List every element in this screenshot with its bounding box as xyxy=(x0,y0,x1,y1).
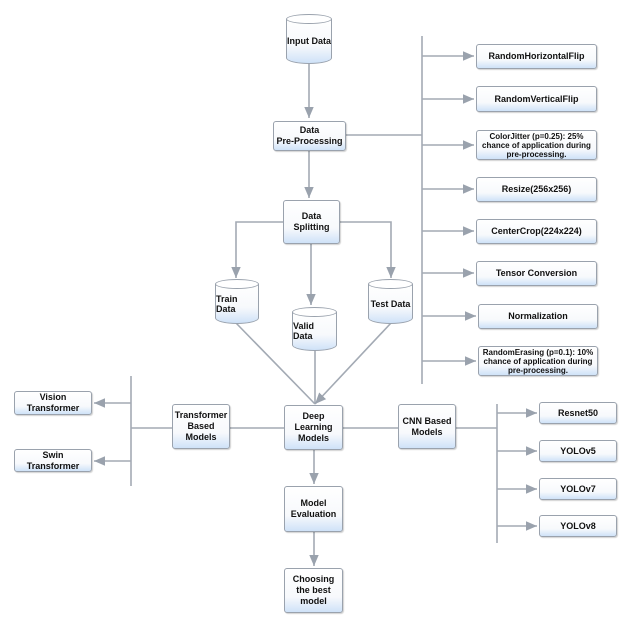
cylinder-top xyxy=(215,279,259,289)
cylinder-top xyxy=(368,279,413,289)
data-splitting-node: Data Splitting xyxy=(283,200,340,244)
valid-data-label: Valid Data xyxy=(292,312,337,351)
preprocessing-node: Data Pre-Processing xyxy=(273,121,346,151)
cnn-based-node: CNN Based Models xyxy=(398,404,456,449)
resnet50-node: Resnet50 xyxy=(539,402,617,424)
model-evaluation-node: Model Evaluation xyxy=(284,486,343,532)
step-resize: Resize(256x256) xyxy=(476,177,597,202)
cylinder-top xyxy=(292,307,337,317)
test-data-node: Test Data xyxy=(368,279,413,324)
step-random-horizontal-flip: RandomHorizontalFlip xyxy=(476,44,597,69)
yolov7-node: YOLOv7 xyxy=(539,478,617,500)
transformer-based-node: Transformer Based Models xyxy=(172,404,230,449)
input-data-node: Input Data xyxy=(286,14,332,64)
step-normalization: Normalization xyxy=(478,304,598,329)
step-random-erasing: RandomErasing (p=0.1): 10% chance of app… xyxy=(478,346,598,376)
cylinder-top xyxy=(286,14,332,24)
train-data-label: Train Data xyxy=(215,284,259,324)
deep-learning-node: Deep Learning Models xyxy=(284,405,343,450)
vision-transformer-node: Vision Transformer xyxy=(14,391,92,415)
step-random-vertical-flip: RandomVerticalFlip xyxy=(476,86,597,112)
choosing-best-model-node: Choosing the best model xyxy=(284,568,343,613)
step-center-crop: CenterCrop(224x224) xyxy=(476,219,597,244)
yolov8-node: YOLOv8 xyxy=(539,515,617,537)
train-data-node: Train Data xyxy=(215,279,259,324)
input-data-label: Input Data xyxy=(286,19,332,64)
step-color-jitter: ColorJitter (p=0.25): 25% chance of appl… xyxy=(476,130,597,160)
step-tensor-conversion: Tensor Conversion xyxy=(476,261,597,286)
arrow-splitting-to-train xyxy=(231,221,283,278)
test-data-label: Test Data xyxy=(368,284,413,324)
arrow-splitting-to-test xyxy=(340,221,396,278)
yolov5-node: YOLOv5 xyxy=(539,440,617,462)
valid-data-node: Valid Data xyxy=(292,307,337,351)
swin-transformer-node: Swin Transformer xyxy=(14,449,92,472)
